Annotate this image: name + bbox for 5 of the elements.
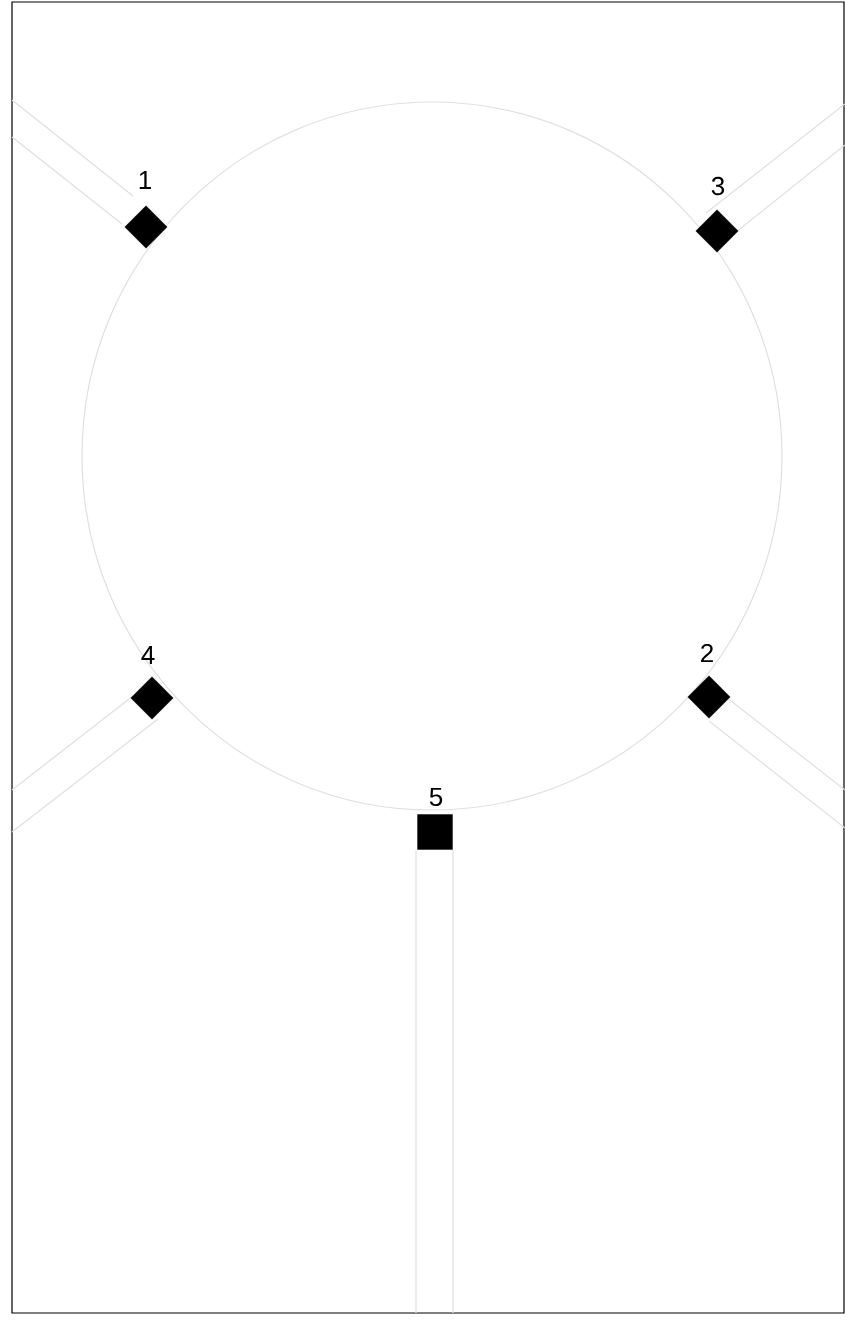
marker-number: 2 <box>701 643 713 663</box>
marker-number: 5 <box>429 787 443 807</box>
marker-number: 4 <box>141 646 155 664</box>
marker-number: 1 <box>139 171 151 189</box>
marker-number: 3 <box>711 176 725 196</box>
